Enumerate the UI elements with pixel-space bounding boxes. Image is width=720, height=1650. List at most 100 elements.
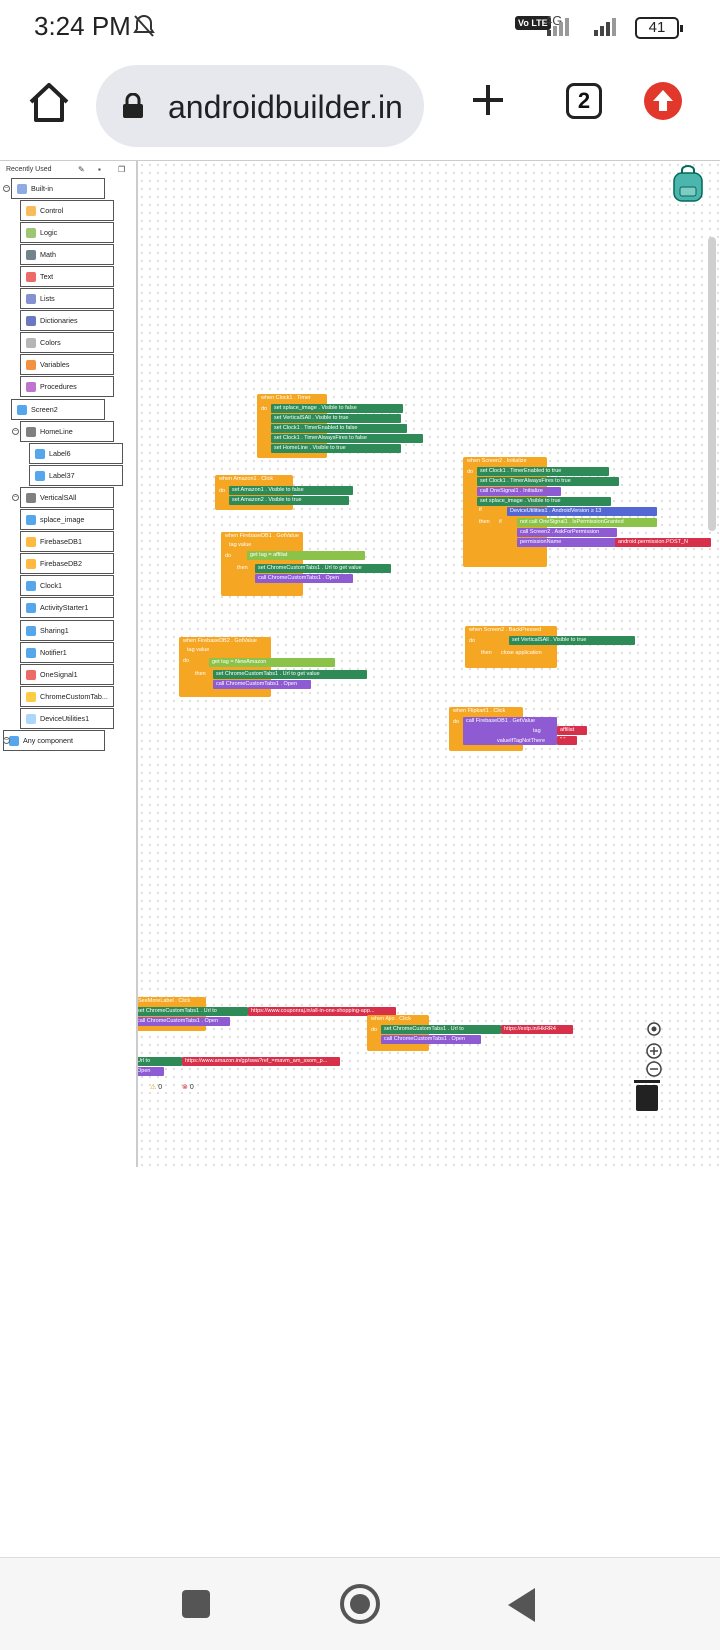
component-icon bbox=[26, 714, 36, 724]
palette-item[interactable]: Text bbox=[20, 266, 114, 287]
block-row: android.permission.POST_N bbox=[615, 538, 711, 547]
block-params: tag value bbox=[187, 647, 210, 653]
palette-item[interactable]: Variables bbox=[20, 354, 114, 375]
backpack-icon[interactable] bbox=[670, 165, 706, 203]
address-bar[interactable]: androidbuilder.in bbox=[96, 65, 424, 147]
warning-indicator[interactable]: ⚠ 0 bbox=[150, 1083, 162, 1091]
block-row: Url to bbox=[138, 1057, 182, 1066]
palette-item-label: Control bbox=[40, 206, 64, 215]
palette-item-label: Dictionaries bbox=[40, 316, 78, 325]
palette-item-label: ActivityStarter1 bbox=[40, 603, 89, 612]
recents-button[interactable] bbox=[182, 1590, 210, 1618]
home-button[interactable] bbox=[340, 1584, 380, 1624]
palette-item[interactable]: ChromeCustomTab... bbox=[20, 686, 114, 707]
block-head: SeeMoreLabel . Click bbox=[138, 998, 191, 1004]
block-row: Open bbox=[138, 1067, 164, 1076]
palette-item-label: Any component bbox=[23, 736, 73, 745]
trash-icon[interactable] bbox=[634, 1080, 660, 1111]
palette-item[interactable]: Any component bbox=[3, 730, 105, 751]
palette-item[interactable]: Sharing1 bbox=[20, 620, 114, 641]
block-row: call Screen2 . AskForPermission bbox=[517, 528, 617, 537]
error-indicator[interactable]: ⊗ 0 bbox=[182, 1083, 194, 1091]
component-icon bbox=[26, 382, 36, 392]
palette-item-label: FirebaseDB1 bbox=[40, 537, 82, 546]
recenter-icon[interactable] bbox=[644, 1019, 664, 1039]
palette-item[interactable]: Screen2 bbox=[11, 399, 105, 420]
expand-toggle-icon[interactable]: – bbox=[3, 737, 10, 744]
palette-item-label: DeviceUtilities1 bbox=[40, 714, 90, 723]
block-row: set VerticalSAll . Visible to true bbox=[271, 414, 401, 423]
palette-item[interactable]: FirebaseDB2 bbox=[20, 553, 114, 574]
component-icon bbox=[26, 228, 36, 238]
signal-icon bbox=[594, 14, 616, 36]
palette-item[interactable]: Colors bbox=[20, 332, 114, 353]
palette-item-label: splace_image bbox=[40, 515, 85, 524]
palette-item-label: HomeLine bbox=[40, 427, 73, 436]
component-icon bbox=[26, 559, 36, 569]
palette-item-label: Screen2 bbox=[31, 405, 58, 414]
block-row: get tag = affiliat bbox=[247, 551, 365, 560]
tab-switcher-button[interactable]: 2 bbox=[566, 83, 602, 119]
block-row: call FirebaseDB1 . GetValue bbox=[463, 717, 557, 745]
component-icon bbox=[26, 294, 36, 304]
expand-toggle-icon[interactable]: – bbox=[12, 494, 19, 501]
component-icon bbox=[26, 427, 36, 437]
palette-item[interactable]: DeviceUtilities1 bbox=[20, 708, 114, 729]
palette-header: Recently Used ✎ ▪ ❐ bbox=[0, 161, 136, 179]
palette-item[interactable]: HomeLine bbox=[20, 421, 114, 442]
block-row: set Amazon2 . Visible to true bbox=[229, 496, 349, 505]
palette-item[interactable]: Notifier1 bbox=[20, 642, 114, 663]
home-icon[interactable] bbox=[26, 80, 72, 126]
palette-item[interactable]: Control bbox=[20, 200, 114, 221]
palette-item[interactable]: OneSignal1 bbox=[20, 664, 114, 685]
palette-item[interactable]: Math bbox=[20, 244, 114, 265]
component-icon bbox=[26, 338, 36, 348]
component-icon bbox=[35, 471, 45, 481]
block-row: set ChromeCustomTabs1 . Url to bbox=[381, 1025, 501, 1034]
palette-item[interactable]: Dictionaries bbox=[20, 310, 114, 331]
palette-item[interactable]: Label37 bbox=[29, 465, 123, 486]
pencil-icon[interactable]: ✎ bbox=[78, 165, 85, 174]
palette-item[interactable]: FirebaseDB1 bbox=[20, 531, 114, 552]
block-row: call ChromeCustomTabs1 . Open bbox=[138, 1017, 230, 1026]
block-head: when Screen2 . BackPressed bbox=[469, 627, 542, 633]
block-row: https://extp.in/HkRR4 bbox=[501, 1025, 573, 1034]
error-count: 0 bbox=[189, 1084, 194, 1091]
block-head: when Ajio . Click bbox=[371, 1016, 412, 1022]
palette-item[interactable]: VerticalSAll bbox=[20, 487, 114, 508]
copy-icon[interactable]: ❐ bbox=[118, 165, 126, 174]
component-icon bbox=[26, 626, 36, 636]
block-row: set VerticalSAll . Visible to true bbox=[509, 636, 635, 645]
zoom-in-icon[interactable] bbox=[644, 1041, 664, 1061]
blocks-workspace[interactable]: when Clock1 . Timer do set splace_image … bbox=[138, 161, 720, 1167]
block-row: call ChromeCustomTabs1 . Open bbox=[213, 680, 311, 689]
zoom-out-icon[interactable] bbox=[644, 1059, 664, 1079]
network-type: 4G bbox=[545, 13, 563, 28]
palette-item-label: Logic bbox=[40, 228, 58, 237]
component-icon bbox=[26, 648, 36, 658]
palette-item[interactable]: splace_image bbox=[20, 509, 114, 530]
plus-icon[interactable] bbox=[468, 80, 508, 120]
palette-item[interactable]: ActivityStarter1 bbox=[20, 597, 114, 618]
update-arrow-icon[interactable] bbox=[644, 82, 682, 120]
palette-item[interactable]: Clock1 bbox=[20, 575, 114, 596]
block-row: set ChromeCustomTabs1 . Url to bbox=[138, 1007, 248, 1016]
block-row: DeviceUtilities1 . AndroidVersion ≥ 13 bbox=[507, 507, 657, 516]
block-row: call OneSignal1 . Initialize bbox=[477, 487, 561, 496]
palette-item[interactable]: Label6 bbox=[29, 443, 123, 464]
vertical-scrollbar[interactable] bbox=[708, 237, 716, 531]
block-head: when Clock1 . Timer bbox=[261, 395, 311, 401]
palette-item[interactable]: Built-in bbox=[11, 178, 105, 199]
palette-item-label: Colors bbox=[40, 338, 61, 347]
palette-item-label: Label6 bbox=[49, 449, 71, 458]
expand-toggle-icon[interactable]: – bbox=[3, 185, 10, 192]
block-head: when FirebaseDB1 . GotValue bbox=[225, 533, 299, 539]
palette-item[interactable]: Procedures bbox=[20, 376, 114, 397]
expand-toggle-icon[interactable]: – bbox=[12, 428, 19, 435]
palette-item[interactable]: Logic bbox=[20, 222, 114, 243]
trash-icon[interactable]: ▪ bbox=[98, 165, 101, 174]
palette-item[interactable]: Lists bbox=[20, 288, 114, 309]
block-row: call ChromeCustomTabs1 . Open bbox=[255, 574, 353, 583]
back-button[interactable] bbox=[508, 1588, 535, 1622]
